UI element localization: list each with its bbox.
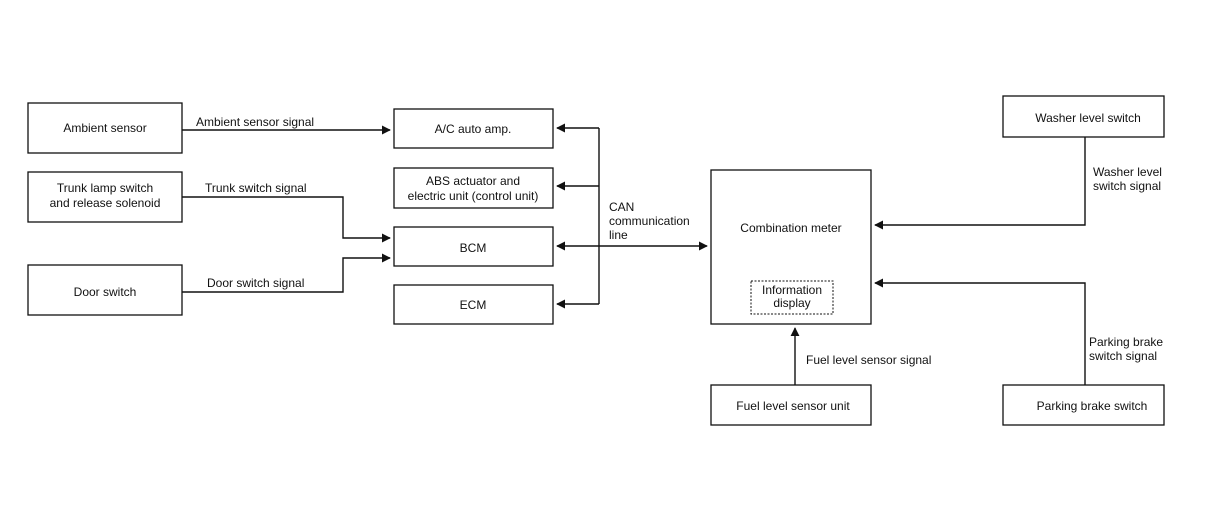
abs-actuator-label-line2: electric unit (control unit) <box>408 189 539 203</box>
combination-meter-label: Combination meter <box>740 221 841 235</box>
ambient-sensor-box: Ambient sensor <box>27 102 183 154</box>
parking-brake-switch-box: Parking brake switch <box>1002 384 1165 426</box>
trunk-lamp-switch-box: Trunk lamp switch and release solenoid <box>27 171 183 223</box>
door-switch-box: Door switch <box>27 264 183 316</box>
washer-level-signal-label-line1: Washer level <box>1093 165 1162 179</box>
information-display-box: Information display <box>750 280 834 315</box>
door-switch-signal-line <box>182 253 391 293</box>
parking-brake-switch-label: Parking brake switch <box>1037 399 1148 413</box>
ecm-box: ECM <box>393 284 554 325</box>
ac-auto-amp-box: A/C auto amp. <box>393 108 554 149</box>
washer-level-signal-label-line2: switch signal <box>1093 179 1161 193</box>
trunk-lamp-switch-label-line1: Trunk lamp switch <box>57 181 153 195</box>
ambient-sensor-signal-label: Ambient sensor signal <box>196 115 314 129</box>
fuel-level-sensor-unit-label: Fuel level sensor unit <box>736 399 850 413</box>
washer-level-signal-line <box>874 137 1086 230</box>
trunk-switch-signal-line <box>182 196 391 243</box>
parking-brake-signal-label-line2: switch signal <box>1089 349 1157 363</box>
washer-level-switch-label: Washer level switch <box>1035 111 1141 125</box>
parking-brake-signal-line <box>874 278 1086 385</box>
parking-brake-signal-label-line1: Parking brake <box>1089 335 1163 349</box>
can-label-line1: CAN <box>609 200 634 214</box>
door-switch-label: Door switch <box>74 285 137 299</box>
combination-meter-box: Combination meter Information display <box>710 169 872 325</box>
bcm-box: BCM <box>393 226 554 267</box>
abs-actuator-box: ABS actuator and electric unit (control … <box>393 167 554 209</box>
trunk-switch-signal-label: Trunk switch signal <box>205 181 307 195</box>
abs-actuator-label-line1: ABS actuator and <box>426 174 520 188</box>
bcm-label: BCM <box>460 241 487 255</box>
ac-auto-amp-label: A/C auto amp. <box>435 122 512 136</box>
information-display-label-line2: display <box>773 296 810 310</box>
fuel-level-sensor-signal-label: Fuel level sensor signal <box>806 353 931 367</box>
can-label-line3: line <box>609 228 628 242</box>
washer-level-switch-box: Washer level switch <box>1002 95 1165 138</box>
information-display-label-line1: Information <box>762 283 822 297</box>
door-switch-signal-label: Door switch signal <box>207 276 304 290</box>
trunk-lamp-switch-label-line2: and release solenoid <box>50 196 161 210</box>
ecm-label: ECM <box>460 298 487 312</box>
can-label-line2: communication <box>609 214 690 228</box>
ambient-sensor-label: Ambient sensor <box>63 121 146 135</box>
fuel-level-sensor-unit-box: Fuel level sensor unit <box>710 384 872 426</box>
